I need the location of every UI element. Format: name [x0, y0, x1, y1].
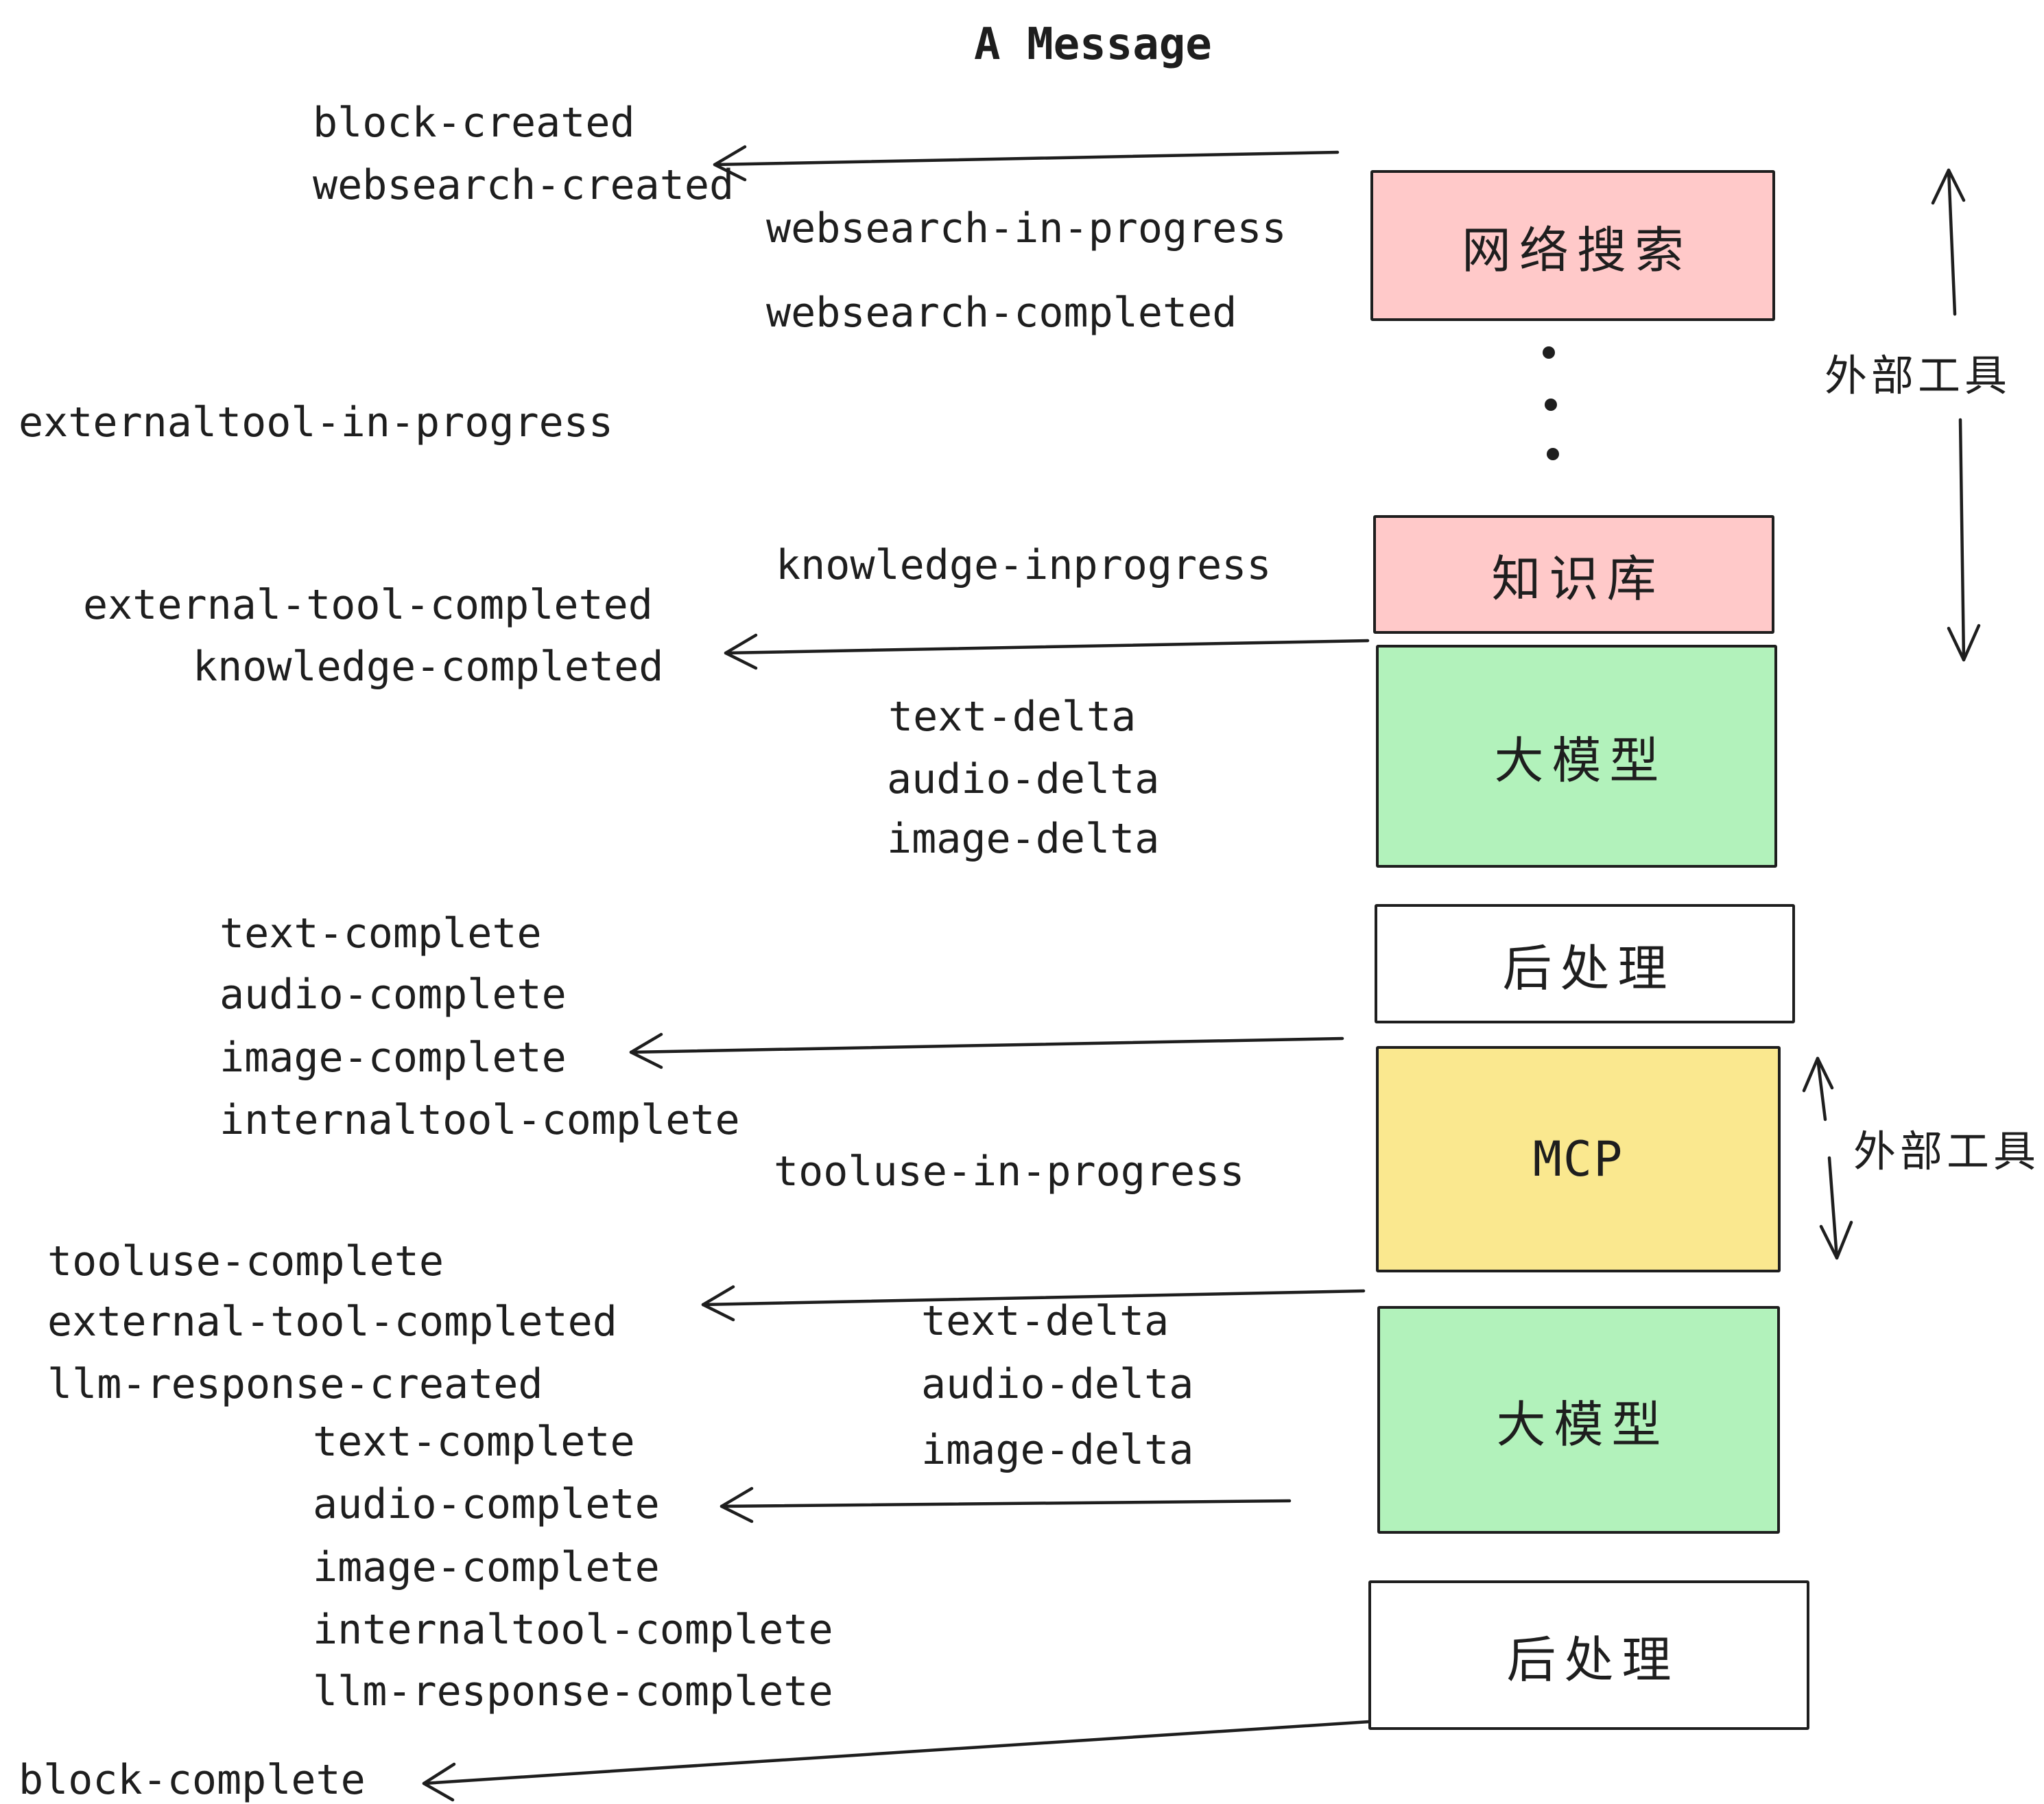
event-external-tool-completed-2: external-tool-completed — [47, 1298, 617, 1346]
event-block-complete: block-complete — [19, 1756, 366, 1804]
event-websearch-in-progress: websearch-in-progress — [766, 204, 1287, 252]
event-llm-response-created: llm-response-created — [47, 1360, 543, 1408]
external-tools-label-top: 外部工具 — [1825, 351, 2012, 401]
external-tools-label-mcp: 外部工具 — [1853, 1126, 2041, 1176]
event-audio-complete-2: audio-complete — [313, 1480, 660, 1528]
diagram-title: A Message — [974, 19, 1212, 70]
arrow-mcp-external-down — [1819, 1156, 1853, 1260]
event-audio-complete: audio-complete — [219, 971, 567, 1019]
arrow-llm2-complete — [720, 1486, 1292, 1523]
arrow-websearch-created — [713, 145, 1340, 182]
node-websearch: 网络搜索 — [1370, 170, 1775, 321]
event-knowledge-inprogress: knowledge-inprogress — [776, 541, 1272, 589]
arrow-block-complete — [422, 1720, 1371, 1802]
node-llm-1-label: 大模型 — [1494, 732, 1667, 790]
node-llm-2-label: 大模型 — [1496, 1395, 1669, 1453]
event-knowledge-completed: knowledge-completed — [193, 643, 664, 691]
arrow-internal-complete — [629, 1032, 1344, 1069]
event-internaltool-complete-2: internaltool-complete — [313, 1606, 833, 1654]
node-knowledge-label: 知识库 — [1491, 550, 1665, 608]
event-block-created: block-created — [313, 99, 635, 147]
event-externaltool-in-progress: externaltool-in-progress — [19, 399, 613, 447]
ellipsis-dots — [1543, 346, 1559, 460]
node-postprocess-2-label: 后处理 — [1506, 1630, 1680, 1689]
node-mcp-label: MCP — [1532, 1131, 1624, 1187]
event-image-complete: image-complete — [219, 1034, 567, 1082]
event-llm-response-complete: llm-response-complete — [313, 1667, 833, 1716]
node-llm-1: 大模型 — [1376, 645, 1777, 868]
node-llm-2: 大模型 — [1377, 1306, 1780, 1534]
node-knowledge: 知识库 — [1373, 515, 1774, 634]
event-websearch-completed: websearch-completed — [766, 289, 1237, 337]
event-text-delta: text-delta — [888, 693, 1137, 741]
event-text-complete-2: text-complete — [313, 1418, 635, 1466]
event-image-complete-2: image-complete — [313, 1543, 660, 1591]
arrow-knowledge-completed — [724, 633, 1370, 670]
event-tooluse-complete: tooluse-complete — [47, 1237, 444, 1285]
node-mcp: MCP — [1376, 1046, 1781, 1272]
event-tooluse-in-progress: tooluse-in-progress — [774, 1148, 1245, 1196]
node-postprocess-1-label: 后处理 — [1502, 939, 1676, 997]
event-audio-delta-2: audio-delta — [921, 1360, 1194, 1408]
event-internaltool-complete: internaltool-complete — [219, 1096, 740, 1144]
arrow-external-tools-down — [1947, 418, 1981, 662]
event-image-delta: image-delta — [887, 815, 1160, 863]
event-text-delta-2: text-delta — [921, 1297, 1169, 1345]
arrow-mcp-external-up — [1802, 1056, 1834, 1121]
event-text-complete: text-complete — [219, 910, 542, 958]
node-websearch-label: 网络搜索 — [1461, 221, 1692, 279]
event-external-tool-completed: external-tool-completed — [83, 581, 653, 629]
node-postprocess-2: 后处理 — [1368, 1580, 1809, 1730]
node-postprocess-1: 后处理 — [1375, 904, 1795, 1023]
event-websearch-created: websearch-created — [313, 161, 735, 209]
event-image-delta-2: image-delta — [921, 1426, 1194, 1474]
arrow-external-tools-up — [1931, 168, 1966, 316]
event-audio-delta: audio-delta — [887, 755, 1160, 803]
